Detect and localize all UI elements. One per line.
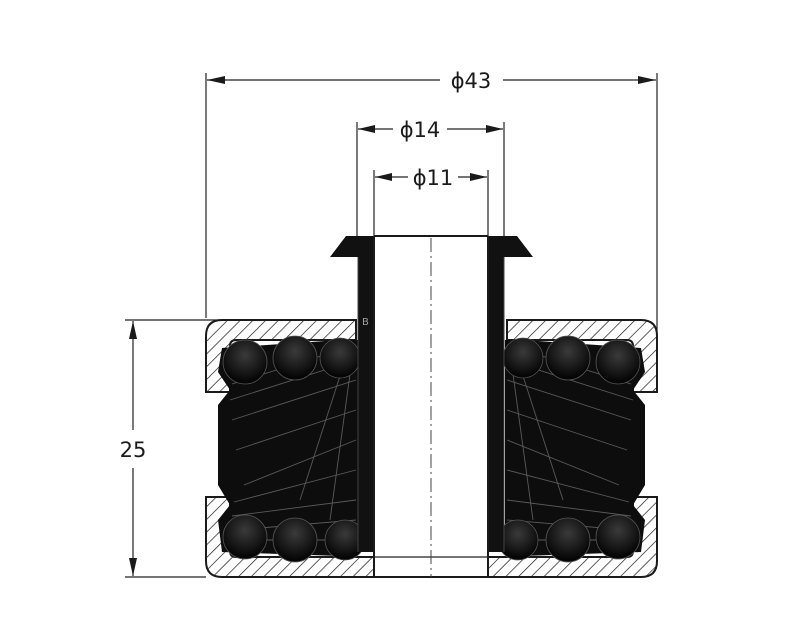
outer-diameter-label: ϕ43: [451, 69, 492, 93]
outer-diameter-dimension: ϕ43: [205, 69, 658, 392]
bottom-rolling-balls: [222, 514, 641, 563]
watermark-text: B: [362, 317, 369, 328]
bore-diameter-dimension: ϕ11: [373, 166, 489, 236]
bore: [373, 235, 489, 578]
flange-sleeve-left: [330, 236, 374, 552]
top-rolling-balls: [222, 335, 641, 385]
height-label: 25: [120, 438, 147, 462]
bore-diameter-label: ϕ11: [413, 166, 454, 190]
flange-diameter-dimension: ϕ14: [356, 118, 505, 236]
flange-diameter-label: ϕ14: [400, 118, 441, 142]
flange-sleeve-right: [488, 236, 533, 552]
